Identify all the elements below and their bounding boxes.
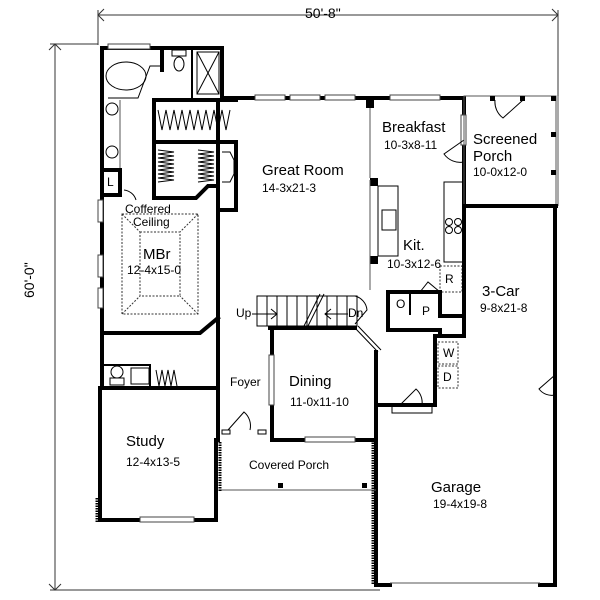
coffered-ceiling-label-line2: Ceiling bbox=[133, 215, 170, 229]
width-dimension-line bbox=[97, 8, 559, 100]
covered-porch bbox=[218, 442, 376, 492]
dining-size: 11-0x11-10 bbox=[290, 395, 349, 409]
linen-closet-label: L bbox=[107, 175, 114, 189]
kitchen-label: Kit. bbox=[403, 237, 425, 254]
stairs bbox=[252, 293, 368, 330]
study-size: 12-4x13-5 bbox=[126, 455, 181, 469]
foyer-label: Foyer bbox=[230, 375, 261, 389]
coffered-ceiling-label-line1: Coffered bbox=[125, 202, 171, 216]
width-dimension-label: 50'-8" bbox=[305, 5, 341, 21]
dryer-label: D bbox=[443, 370, 452, 384]
depth-dimension-label: 60'-0" bbox=[21, 262, 37, 298]
dining-label: Dining bbox=[289, 373, 332, 390]
master-bedroom-size: 12-4x15-0 bbox=[127, 263, 182, 277]
breakfast-label: Breakfast bbox=[382, 119, 446, 136]
screened-porch-label-line1: Screened bbox=[473, 131, 538, 148]
garage-size: 19-4x19-8 bbox=[433, 497, 488, 511]
study-label: Study bbox=[126, 433, 165, 450]
dining-walls bbox=[216, 325, 382, 443]
master-suite-walls bbox=[97, 43, 238, 422]
kitchen-size: 10-3x12-6 bbox=[387, 257, 442, 271]
breakfast-size: 10-3x8-11 bbox=[384, 138, 438, 152]
pantry-label: P bbox=[422, 304, 431, 318]
washer-label: W bbox=[443, 346, 455, 360]
oven-label: O bbox=[396, 297, 406, 311]
three-car-label: 3-Car bbox=[482, 283, 520, 300]
covered-porch-label: Covered Porch bbox=[249, 458, 330, 472]
great-room-size: 14-3x21-3 bbox=[262, 181, 317, 195]
great-room-label: Great Room bbox=[262, 162, 344, 179]
screened-porch-size: 10-0x12-0 bbox=[473, 165, 528, 179]
stairs-down-label: Dn bbox=[348, 306, 364, 320]
stairs-up-label: Up bbox=[236, 306, 252, 320]
screened-porch-label-line2: Porch bbox=[473, 148, 513, 165]
screened-porch-walls bbox=[462, 95, 559, 208]
garage-label: Garage bbox=[431, 479, 482, 496]
refrigerator-label: R bbox=[445, 272, 454, 286]
study-walls bbox=[95, 331, 220, 523]
garage-walls bbox=[371, 206, 557, 587]
three-car-size: 9-8x21-8 bbox=[480, 301, 528, 315]
depth-dimension-line bbox=[48, 43, 380, 591]
master-bedroom-label: MBr bbox=[143, 246, 171, 263]
